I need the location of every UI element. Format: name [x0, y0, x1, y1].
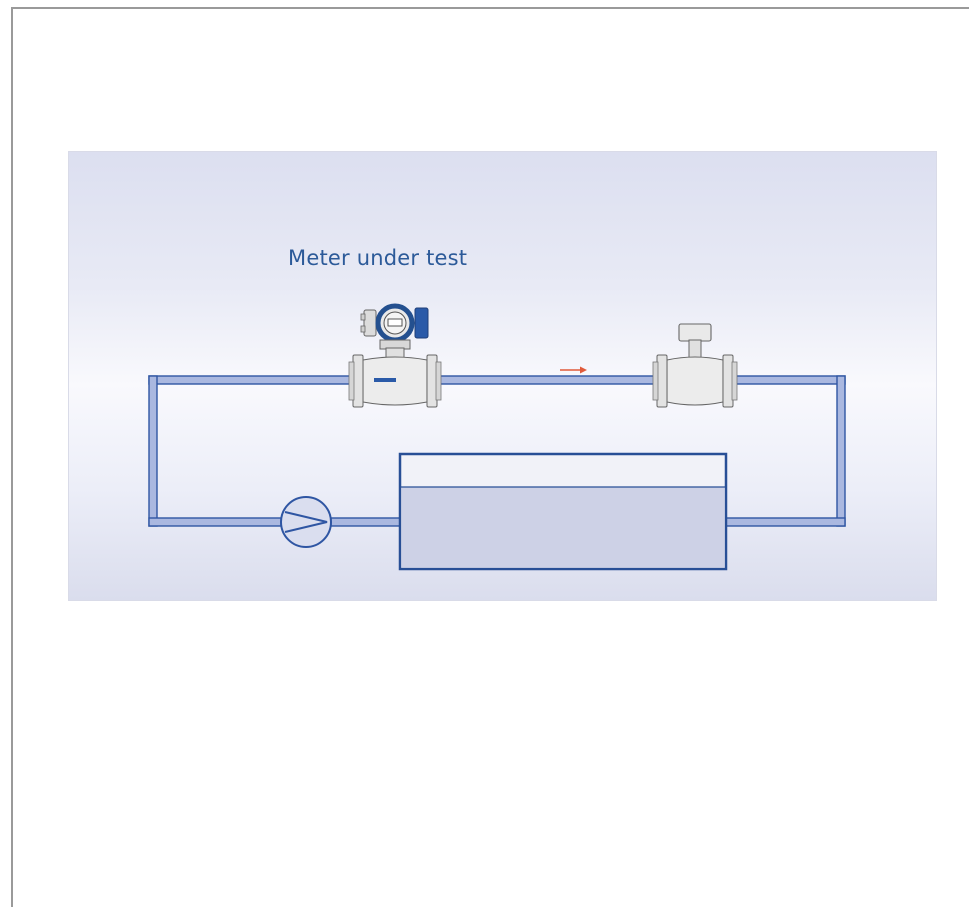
flow-arrow-icon [560, 366, 587, 374]
page-frame [11, 7, 969, 907]
flow-calibration-diagram: Meter under test [68, 151, 937, 601]
meter-under-test-icon [348, 303, 442, 408]
tank-icon [398, 452, 728, 571]
pipe-loop [148, 375, 846, 527]
reference-meter-icon [652, 323, 738, 408]
diagram-canvas [148, 303, 846, 571]
meter-under-test-label: Meter under test [288, 246, 468, 270]
pump-icon [280, 496, 332, 548]
